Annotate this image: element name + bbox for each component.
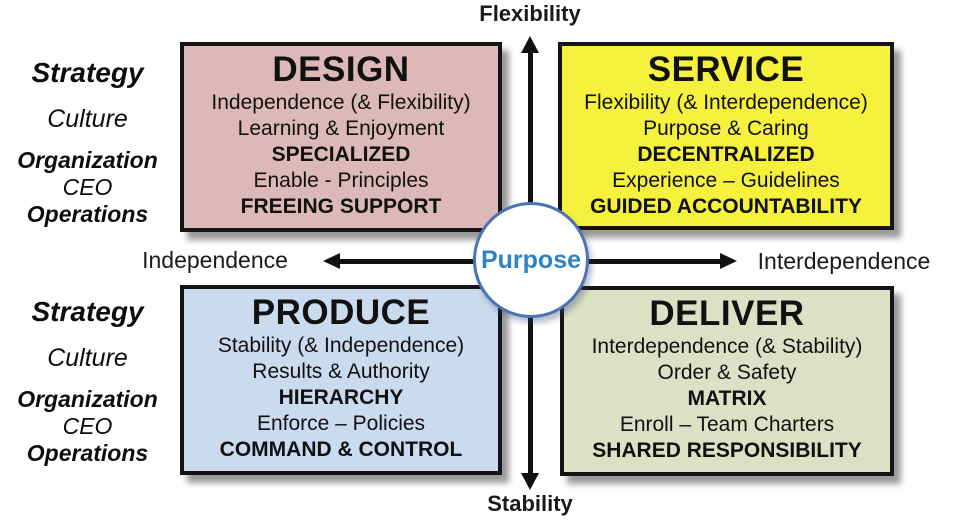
side-label-organization: Organization — [17, 386, 158, 412]
produce-line: COMMAND & CONTROL — [219, 438, 463, 461]
design-line: FREEING SUPPORT — [240, 195, 442, 218]
deliver-line: Interdependence (& Stability) — [591, 335, 863, 358]
side-label-culture: Culture — [47, 344, 128, 372]
arrow-up-icon — [521, 36, 539, 53]
produce-line: Stability (& Independence) — [217, 334, 465, 357]
side-label-operations: Operations — [26, 440, 149, 466]
design-line: SPECIALIZED — [271, 143, 411, 166]
quadrant-design: DESIGN Independence (& Flexibility) Lear… — [180, 42, 502, 232]
axis-label-interdependence: Interdependence — [757, 248, 931, 274]
design-title: DESIGN — [272, 50, 410, 89]
design-line: Independence (& Flexibility) — [211, 91, 471, 114]
design-line: Learning & Enjoyment — [237, 117, 445, 140]
quadrant-produce: PRODUCE Stability (& Independence) Resul… — [180, 285, 502, 475]
produce-line: HIERARCHY — [278, 386, 404, 409]
deliver-line: SHARED RESPONSIBILITY — [592, 439, 862, 462]
side-labels-bottom: Strategy Culture Organization CEO Operat… — [5, 296, 170, 466]
service-line: Experience – Guidelines — [612, 169, 840, 192]
service-line: Flexibility (& Interdependence) — [584, 91, 868, 114]
side-labels-top: Strategy Culture Organization CEO Operat… — [5, 57, 170, 227]
side-label-ceo: CEO — [62, 174, 113, 200]
deliver-title: DELIVER — [649, 294, 805, 333]
quadrant-service: SERVICE Flexibility (& Interdependence) … — [558, 42, 894, 230]
side-label-strategy: Strategy — [31, 57, 144, 88]
deliver-line: Order & Safety — [657, 361, 797, 384]
quadrant-deliver: DELIVER Interdependence (& Stability) Or… — [560, 286, 894, 476]
purpose-circle: Purpose — [473, 202, 589, 318]
purpose-label: Purpose — [480, 245, 582, 274]
design-line: Enable - Principles — [253, 169, 429, 192]
produce-title: PRODUCE — [251, 293, 431, 332]
side-label-ceo: CEO — [62, 413, 113, 439]
service-line: Purpose & Caring — [643, 117, 809, 140]
service-line: DECENTRALIZED — [637, 143, 815, 166]
service-title: SERVICE — [647, 50, 805, 89]
deliver-line: MATRIX — [687, 387, 767, 410]
deliver-line: Enroll – Team Charters — [619, 413, 835, 436]
axis-label-independence: Independence — [142, 247, 288, 273]
produce-line: Results & Authority — [252, 360, 430, 383]
axis-label-stability: Stability — [487, 491, 573, 516]
produce-line: Enforce – Policies — [256, 412, 426, 435]
arrow-right-icon — [720, 253, 737, 269]
side-label-culture: Culture — [47, 105, 128, 133]
axis-label-flexibility: Flexibility — [479, 1, 581, 26]
service-line: GUIDED ACCOUNTABILITY — [590, 195, 862, 218]
side-label-operations: Operations — [26, 201, 149, 227]
arrow-left-icon — [323, 253, 340, 269]
arrow-down-icon — [521, 473, 539, 490]
side-label-organization: Organization — [17, 147, 158, 173]
side-label-strategy: Strategy — [31, 296, 144, 327]
